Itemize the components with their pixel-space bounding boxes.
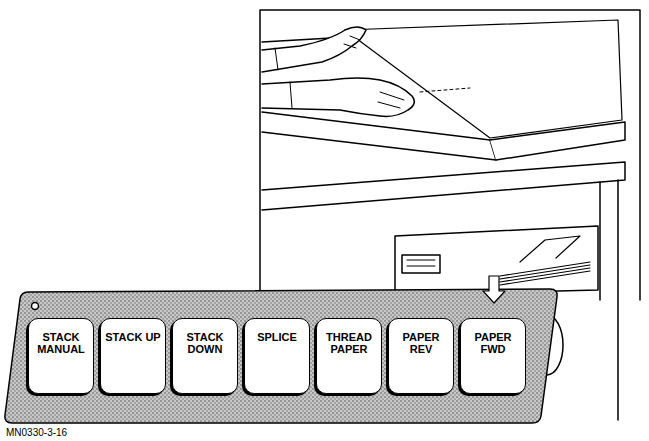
- tray-front: [262, 112, 496, 160]
- frame-line: [260, 10, 640, 300]
- control-button: THREAD PAPER: [316, 318, 382, 394]
- button-label: PAPER REV: [392, 331, 450, 355]
- button-label: SPLICE: [248, 331, 306, 343]
- control-button: STACK MANUAL: [28, 318, 94, 394]
- paper-sheet: [345, 20, 622, 138]
- control-button: STACK UP: [100, 318, 166, 394]
- control-button: PAPER REV: [388, 318, 454, 394]
- finger-line: [344, 36, 360, 48]
- housing-side: [600, 180, 618, 420]
- pointer-arrow: [483, 276, 505, 303]
- tear-line: [420, 88, 470, 92]
- control-button: SPLICE: [244, 318, 310, 394]
- paper-guide: [520, 236, 580, 262]
- button-label: THREAD PAPER: [320, 331, 378, 355]
- button-label: STACK MANUAL: [32, 331, 90, 355]
- lower-hand: [262, 78, 414, 116]
- control-button: STACK DOWN: [172, 318, 238, 394]
- display-line: [407, 260, 435, 266]
- upper-hand: [262, 27, 366, 72]
- cuff: [290, 82, 292, 108]
- indicator-led: [32, 303, 39, 310]
- control-panel: [5, 289, 557, 423]
- paper-stack: [500, 262, 590, 285]
- finger-line: [378, 92, 404, 108]
- button-label: STACK DOWN: [176, 331, 234, 355]
- control-button: PAPER FWD: [460, 318, 526, 394]
- cuff: [275, 48, 278, 70]
- figure-number: MN0330-3-16: [6, 427, 67, 439]
- button-label: PAPER FWD: [464, 331, 522, 355]
- housing-top: [262, 162, 625, 210]
- button-label: STACK UP: [104, 331, 162, 343]
- display: [402, 255, 440, 273]
